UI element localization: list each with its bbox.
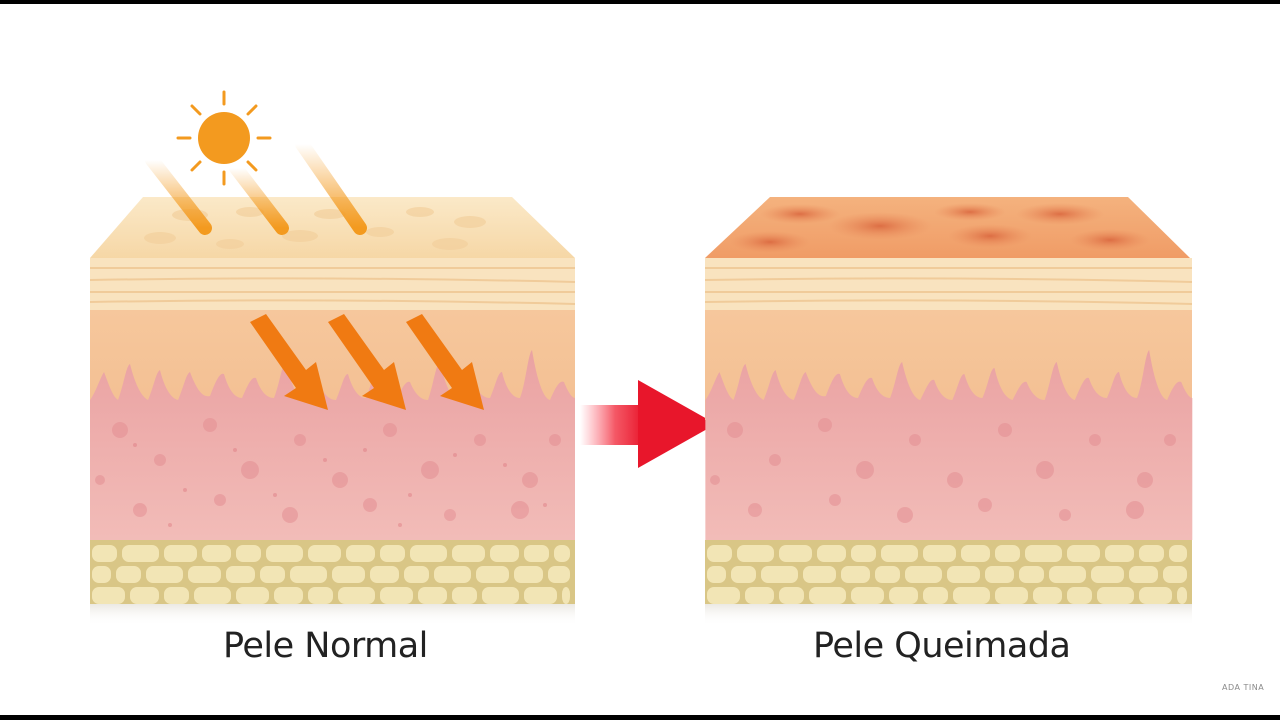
fat-cells [707, 545, 1187, 604]
block-reflection [705, 604, 1192, 626]
label-burned-skin: Pele Queimada [813, 626, 1071, 666]
burn-spots [730, 203, 1150, 253]
stratum-lines [89, 267, 576, 305]
label-normal-skin: Pele Normal [223, 626, 428, 666]
right-arrow-icon [580, 380, 716, 468]
stratum-lines [704, 267, 1193, 305]
diagram-canvas: Pele Normal Pele Queimada ADA TINA [0, 4, 1280, 715]
skin-diagram [89, 90, 1193, 626]
dermis-cells [95, 418, 561, 523]
fat-cells [92, 545, 570, 604]
uv-arrow-icon [250, 314, 328, 410]
uv-arrow-icon [406, 314, 484, 410]
sun-icon [176, 90, 272, 186]
uv-ray-icon [145, 137, 367, 235]
dermis-dots [133, 443, 547, 527]
surface-pores [144, 207, 486, 250]
normal-skin-block [89, 197, 576, 626]
uv-arrow-icon [328, 314, 406, 410]
dermis-cells [710, 418, 1176, 523]
channel-watermark: ADA TINA [1222, 683, 1265, 692]
uv-penetration-arrows [250, 314, 484, 410]
skin-surface [90, 197, 575, 258]
burned-skin-block [704, 197, 1193, 626]
block-reflection [90, 604, 575, 626]
